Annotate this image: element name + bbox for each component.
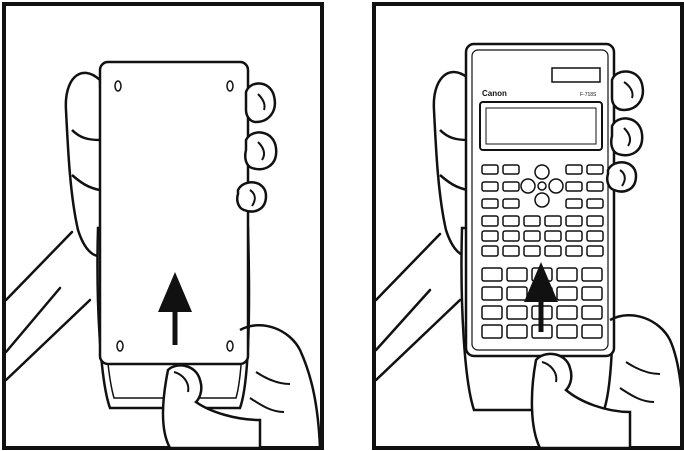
up-arrow-icon — [524, 262, 558, 332]
calculator-key — [481, 230, 499, 242]
calculator-key — [523, 230, 541, 242]
calculator-key — [506, 267, 528, 282]
calculator-key — [581, 286, 603, 301]
calculator-key — [502, 245, 520, 257]
calculator-key — [586, 245, 604, 257]
function-keys — [481, 164, 604, 209]
screw-hole-icon — [226, 340, 234, 352]
calculator-key — [581, 324, 603, 339]
calculator-key — [523, 245, 541, 257]
calculator-key — [581, 305, 603, 320]
fingertips-right-icon — [606, 70, 645, 193]
model-label: F-718S — [580, 92, 597, 98]
calculator-key — [544, 245, 562, 257]
calculator-key — [565, 230, 583, 242]
fingertips-right-icon — [236, 82, 278, 213]
forearm-left-icon — [4, 230, 92, 382]
calculator-key — [523, 215, 541, 227]
calculator-key — [586, 230, 604, 242]
hand-left-icon — [64, 71, 106, 257]
calculator-back-icon — [98, 60, 250, 366]
calculator-key — [556, 324, 578, 339]
forearm-left-icon — [374, 232, 462, 382]
calculator-key — [544, 215, 562, 227]
calculator-key — [506, 324, 528, 339]
calculator-key — [556, 305, 578, 320]
panel-1 — [2, 2, 324, 450]
brand-label: Canon — [482, 89, 507, 98]
navigation-pad-icon — [520, 164, 564, 208]
calculator-key — [586, 215, 604, 227]
calculator-key — [581, 267, 603, 282]
calculator-key — [506, 305, 528, 320]
calculator-key — [506, 286, 528, 301]
calculator-key — [502, 230, 520, 242]
hand-right-icon — [161, 324, 322, 450]
calculator-key — [481, 245, 499, 257]
solar-panel — [551, 67, 601, 83]
hand-right-icon — [530, 314, 684, 450]
calculator-key — [481, 305, 503, 320]
calculator-key — [565, 245, 583, 257]
calculator-front-icon: Canon F-718S — [464, 42, 616, 358]
key-grid — [481, 215, 604, 339]
screw-hole-icon — [114, 80, 122, 92]
calculator-key — [481, 267, 503, 282]
calculator-key — [502, 215, 520, 227]
calculator-display — [479, 101, 603, 151]
calculator-key — [565, 215, 583, 227]
panel-2: Canon F-718S — [372, 2, 684, 450]
calculator-key — [481, 286, 503, 301]
calculator-key — [544, 230, 562, 242]
screw-hole-icon — [226, 80, 234, 92]
up-arrow-icon — [158, 272, 192, 345]
calculator-key — [481, 324, 503, 339]
calculator-key — [481, 215, 499, 227]
calculator-key — [556, 286, 578, 301]
screw-hole-icon — [116, 340, 124, 352]
calculator-key — [556, 267, 578, 282]
